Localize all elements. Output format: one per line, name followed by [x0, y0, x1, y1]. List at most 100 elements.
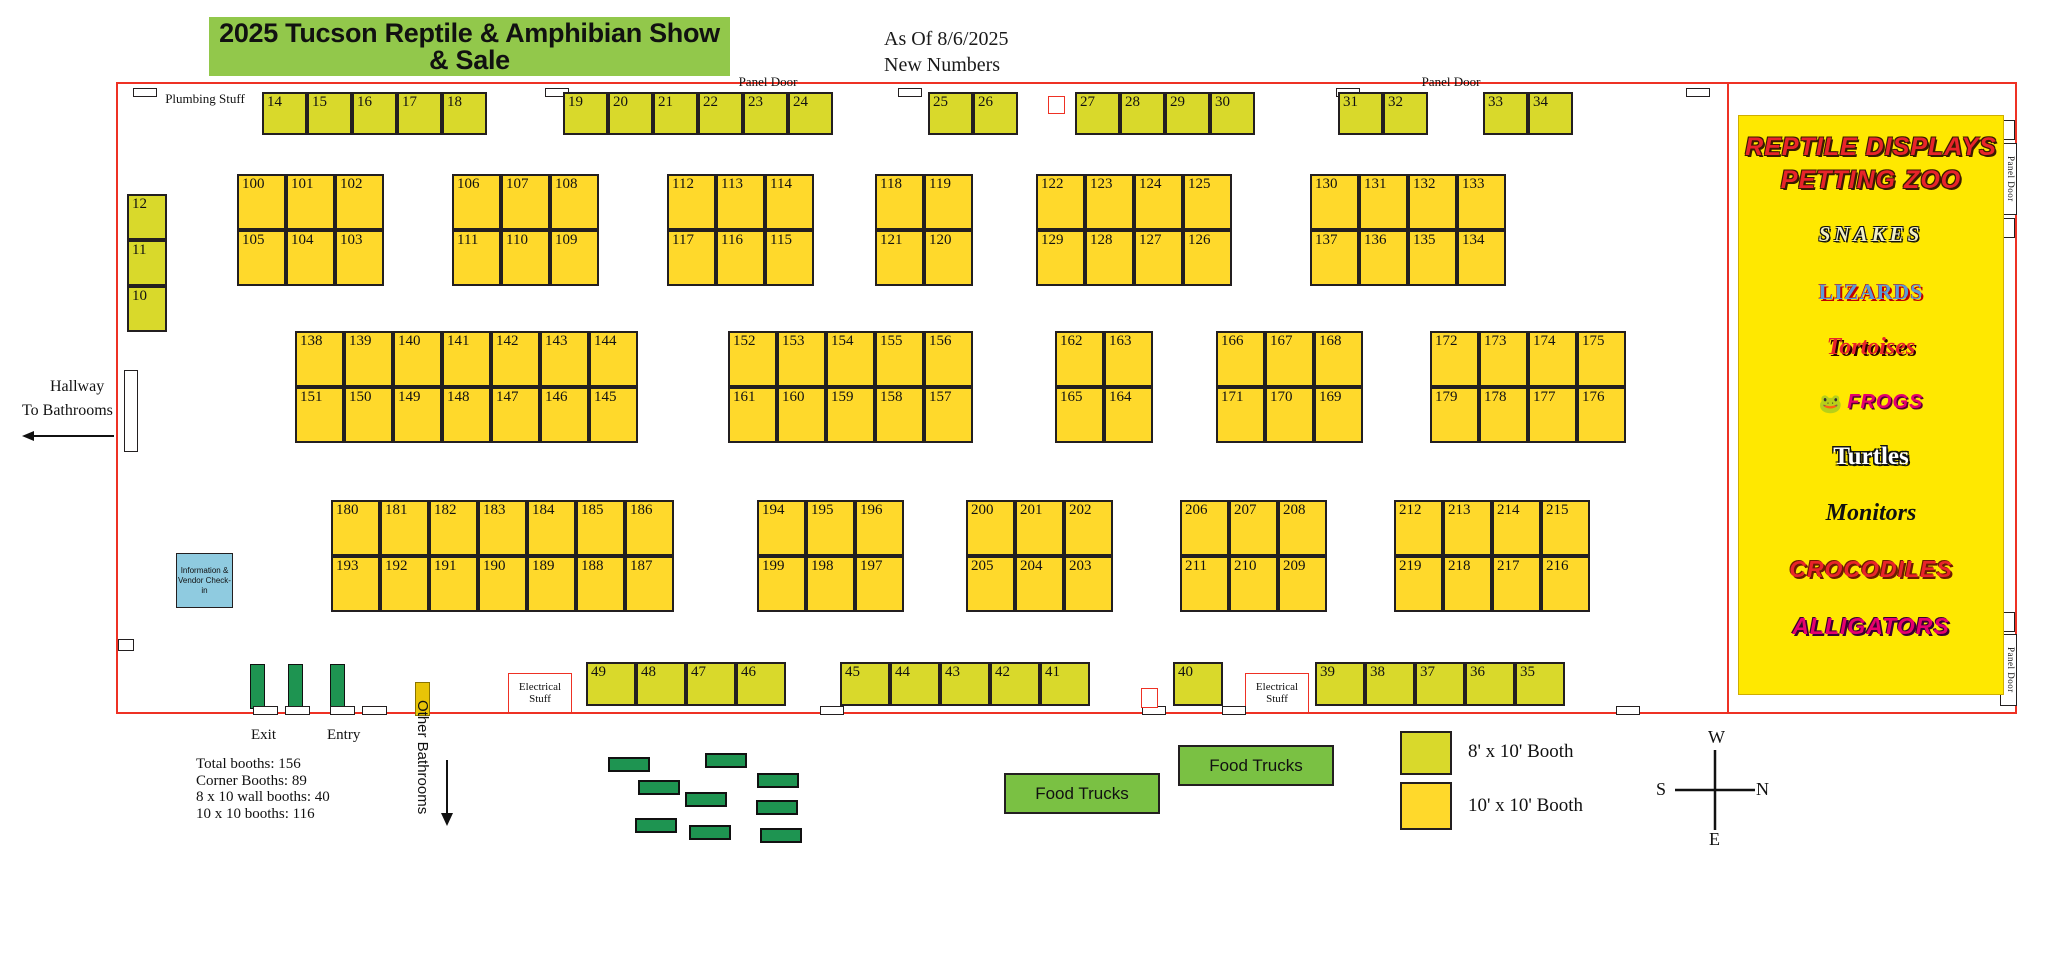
booth-175[interactable]: 175 [1577, 331, 1626, 387]
booth-162[interactable]: 162 [1055, 331, 1104, 387]
booth-211[interactable]: 211 [1180, 556, 1229, 612]
booth-104[interactable]: 104 [286, 230, 335, 286]
booth-154[interactable]: 154 [826, 331, 875, 387]
booth-130[interactable]: 130 [1310, 174, 1359, 230]
booth-32[interactable]: 32 [1383, 92, 1428, 135]
booth-144[interactable]: 144 [589, 331, 638, 387]
booth-156[interactable]: 156 [924, 331, 973, 387]
booth-16[interactable]: 16 [352, 92, 397, 135]
booth-219[interactable]: 219 [1394, 556, 1443, 612]
booth-112[interactable]: 112 [667, 174, 716, 230]
booth-218[interactable]: 218 [1443, 556, 1492, 612]
booth-186[interactable]: 186 [625, 500, 674, 556]
booth-165[interactable]: 165 [1055, 387, 1104, 443]
booth-11[interactable]: 11 [127, 240, 167, 286]
booth-191[interactable]: 191 [429, 556, 478, 612]
booth-122[interactable]: 122 [1036, 174, 1085, 230]
booth-135[interactable]: 135 [1408, 230, 1457, 286]
booth-157[interactable]: 157 [924, 387, 973, 443]
booth-206[interactable]: 206 [1180, 500, 1229, 556]
booth-174[interactable]: 174 [1528, 331, 1577, 387]
booth-35[interactable]: 35 [1515, 662, 1565, 706]
booth-129[interactable]: 129 [1036, 230, 1085, 286]
booth-182[interactable]: 182 [429, 500, 478, 556]
booth-42[interactable]: 42 [990, 662, 1040, 706]
booth-101[interactable]: 101 [286, 174, 335, 230]
booth-133[interactable]: 133 [1457, 174, 1506, 230]
booth-102[interactable]: 102 [335, 174, 384, 230]
booth-184[interactable]: 184 [527, 500, 576, 556]
booth-149[interactable]: 149 [393, 387, 442, 443]
booth-142[interactable]: 142 [491, 331, 540, 387]
booth-151[interactable]: 151 [295, 387, 344, 443]
booth-181[interactable]: 181 [380, 500, 429, 556]
booth-28[interactable]: 28 [1120, 92, 1165, 135]
booth-192[interactable]: 192 [380, 556, 429, 612]
booth-131[interactable]: 131 [1359, 174, 1408, 230]
booth-17[interactable]: 17 [397, 92, 442, 135]
booth-143[interactable]: 143 [540, 331, 589, 387]
booth-12[interactable]: 12 [127, 194, 167, 240]
booth-109[interactable]: 109 [550, 230, 599, 286]
booth-147[interactable]: 147 [491, 387, 540, 443]
booth-194[interactable]: 194 [757, 500, 806, 556]
booth-214[interactable]: 214 [1492, 500, 1541, 556]
booth-187[interactable]: 187 [625, 556, 674, 612]
booth-127[interactable]: 127 [1134, 230, 1183, 286]
booth-176[interactable]: 176 [1577, 387, 1626, 443]
booth-158[interactable]: 158 [875, 387, 924, 443]
booth-27[interactable]: 27 [1075, 92, 1120, 135]
booth-203[interactable]: 203 [1064, 556, 1113, 612]
booth-208[interactable]: 208 [1278, 500, 1327, 556]
booth-177[interactable]: 177 [1528, 387, 1577, 443]
booth-118[interactable]: 118 [875, 174, 924, 230]
booth-18[interactable]: 18 [442, 92, 487, 135]
booth-164[interactable]: 164 [1104, 387, 1153, 443]
booth-136[interactable]: 136 [1359, 230, 1408, 286]
booth-49[interactable]: 49 [586, 662, 636, 706]
booth-204[interactable]: 204 [1015, 556, 1064, 612]
booth-107[interactable]: 107 [501, 174, 550, 230]
booth-125[interactable]: 125 [1183, 174, 1232, 230]
booth-163[interactable]: 163 [1104, 331, 1153, 387]
booth-20[interactable]: 20 [608, 92, 653, 135]
booth-25[interactable]: 25 [928, 92, 973, 135]
booth-183[interactable]: 183 [478, 500, 527, 556]
booth-207[interactable]: 207 [1229, 500, 1278, 556]
booth-115[interactable]: 115 [765, 230, 814, 286]
booth-178[interactable]: 178 [1479, 387, 1528, 443]
booth-116[interactable]: 116 [716, 230, 765, 286]
booth-128[interactable]: 128 [1085, 230, 1134, 286]
booth-148[interactable]: 148 [442, 387, 491, 443]
booth-173[interactable]: 173 [1479, 331, 1528, 387]
booth-30[interactable]: 30 [1210, 92, 1255, 135]
booth-152[interactable]: 152 [728, 331, 777, 387]
booth-121[interactable]: 121 [875, 230, 924, 286]
booth-180[interactable]: 180 [331, 500, 380, 556]
booth-41[interactable]: 41 [1040, 662, 1090, 706]
booth-146[interactable]: 146 [540, 387, 589, 443]
booth-39[interactable]: 39 [1315, 662, 1365, 706]
booth-21[interactable]: 21 [653, 92, 698, 135]
booth-188[interactable]: 188 [576, 556, 625, 612]
booth-139[interactable]: 139 [344, 331, 393, 387]
booth-110[interactable]: 110 [501, 230, 550, 286]
booth-167[interactable]: 167 [1265, 331, 1314, 387]
booth-140[interactable]: 140 [393, 331, 442, 387]
booth-166[interactable]: 166 [1216, 331, 1265, 387]
booth-171[interactable]: 171 [1216, 387, 1265, 443]
booth-210[interactable]: 210 [1229, 556, 1278, 612]
booth-215[interactable]: 215 [1541, 500, 1590, 556]
booth-217[interactable]: 217 [1492, 556, 1541, 612]
booth-137[interactable]: 137 [1310, 230, 1359, 286]
booth-209[interactable]: 209 [1278, 556, 1327, 612]
booth-172[interactable]: 172 [1430, 331, 1479, 387]
booth-124[interactable]: 124 [1134, 174, 1183, 230]
booth-200[interactable]: 200 [966, 500, 1015, 556]
booth-29[interactable]: 29 [1165, 92, 1210, 135]
booth-37[interactable]: 37 [1415, 662, 1465, 706]
booth-159[interactable]: 159 [826, 387, 875, 443]
booth-14[interactable]: 14 [262, 92, 307, 135]
booth-26[interactable]: 26 [973, 92, 1018, 135]
booth-22[interactable]: 22 [698, 92, 743, 135]
